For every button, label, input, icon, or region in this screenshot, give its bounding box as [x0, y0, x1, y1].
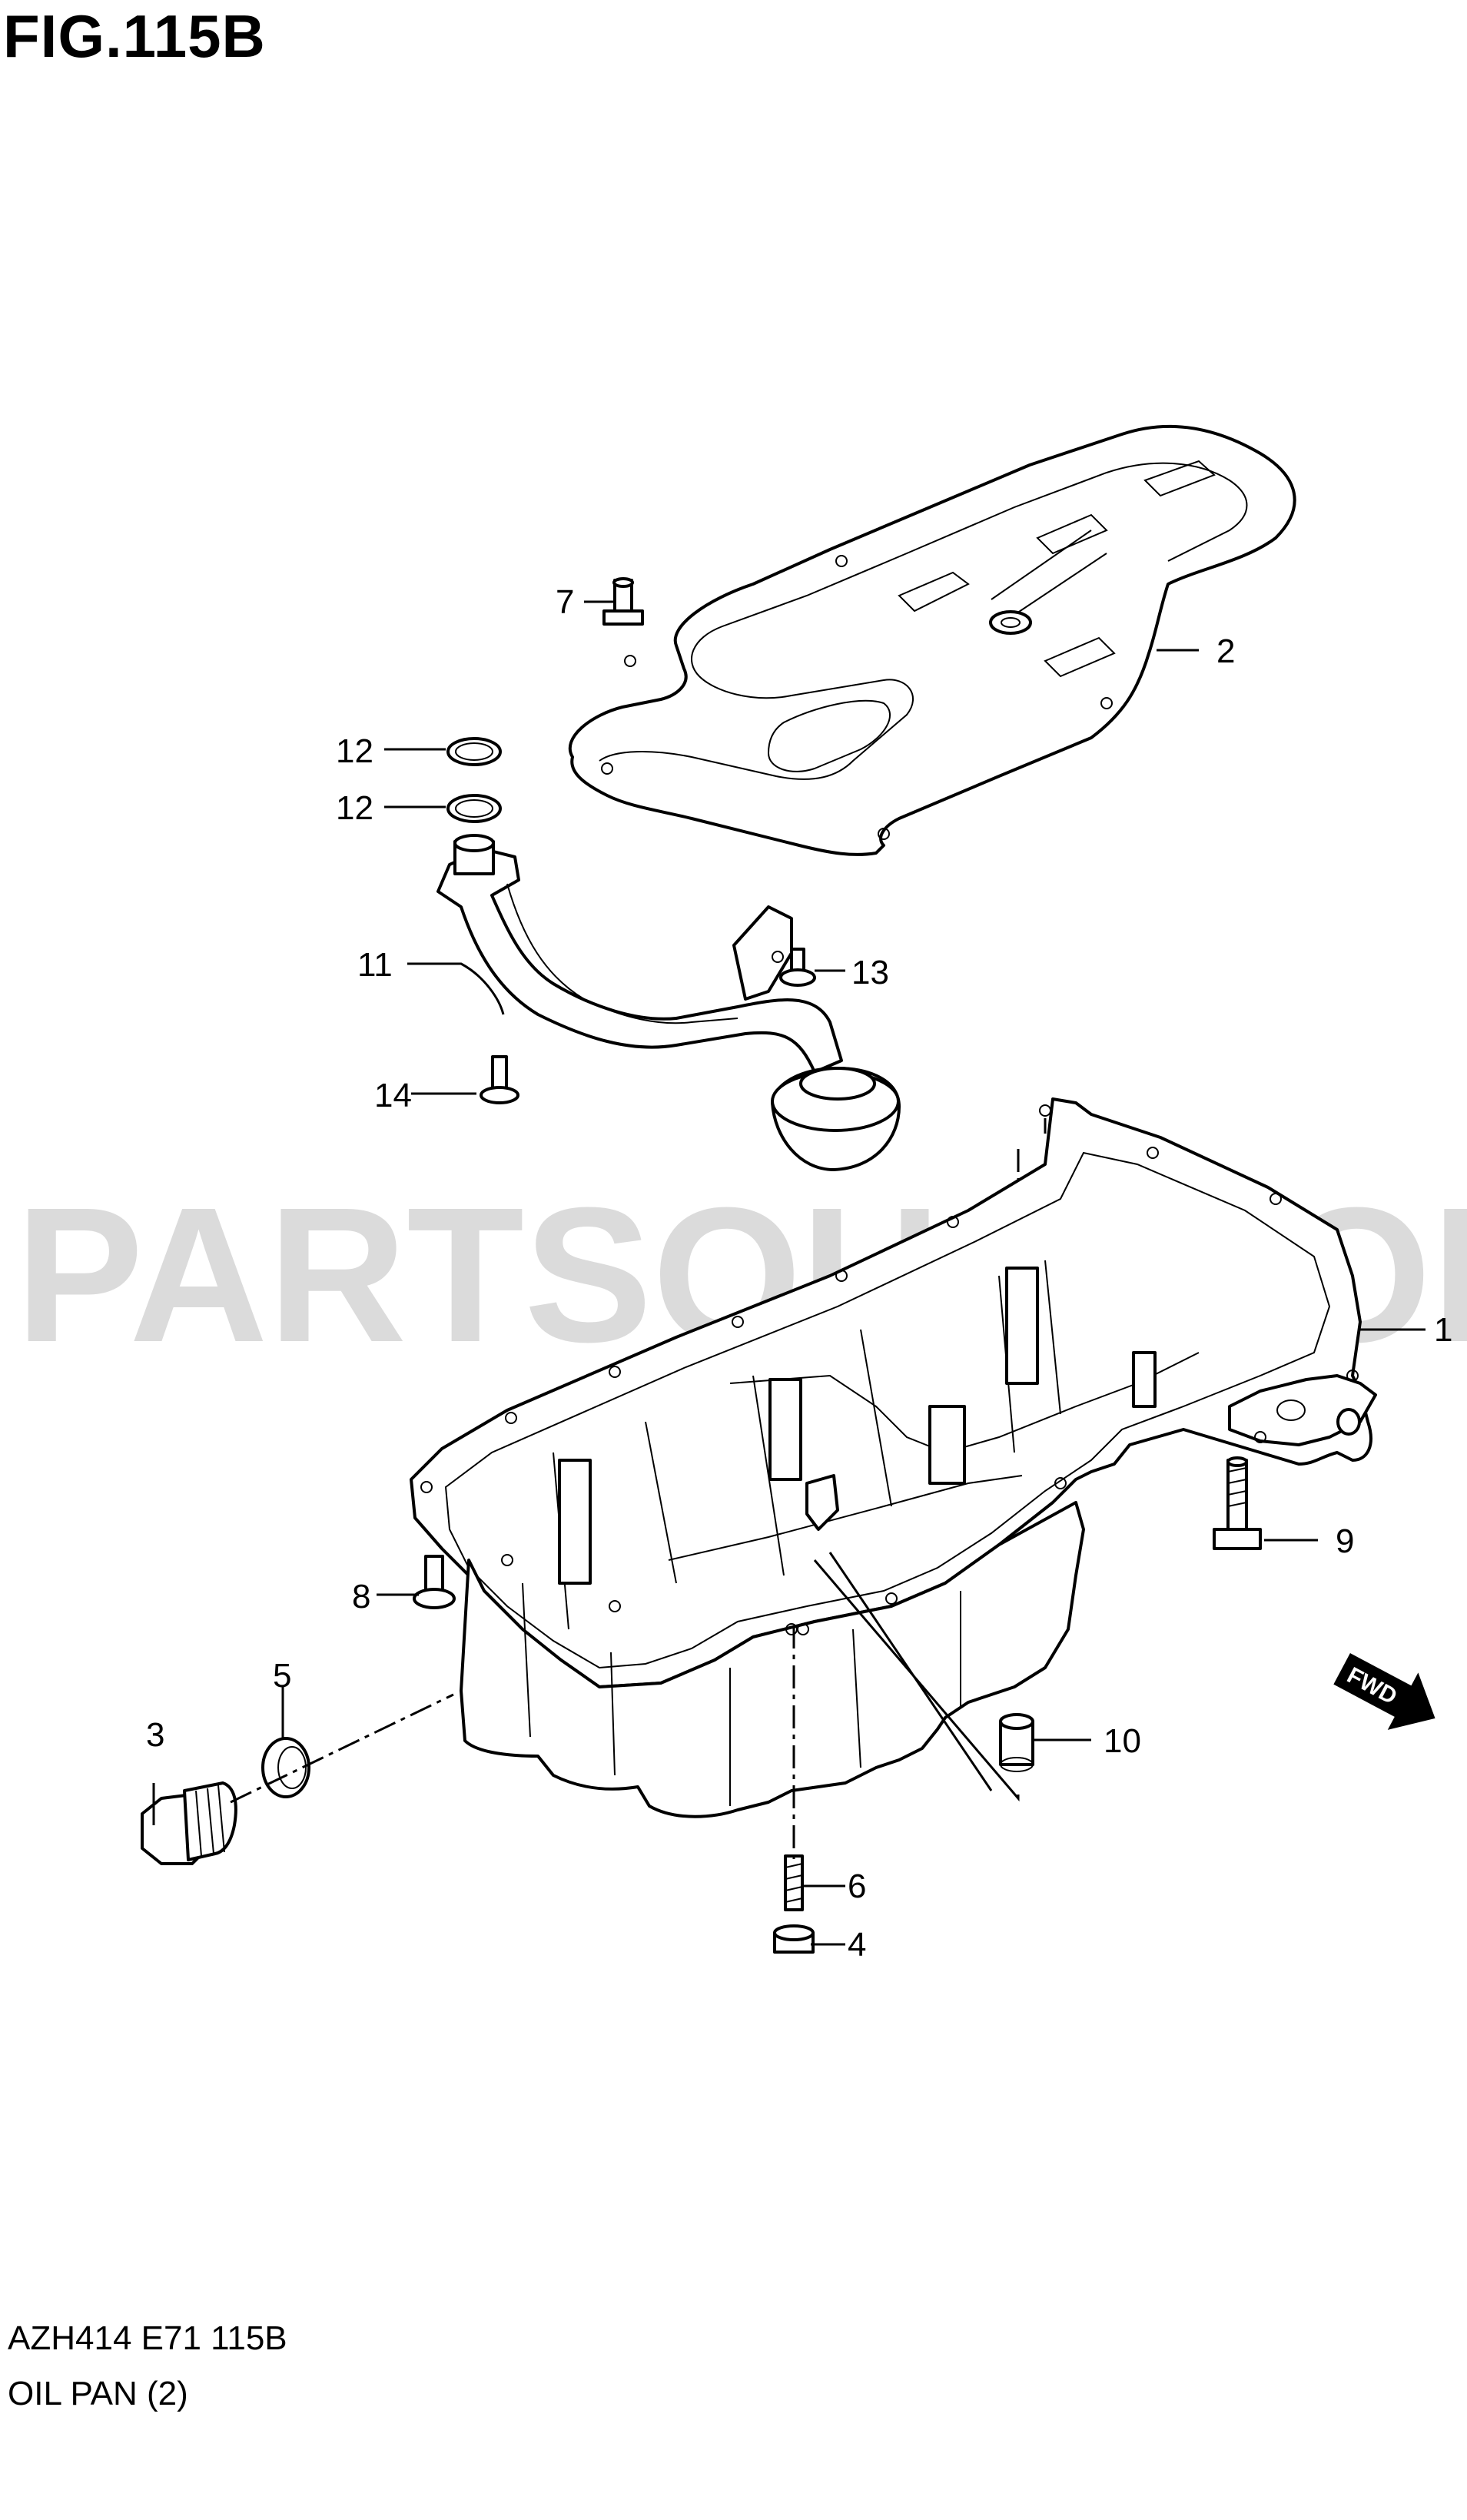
- oil-strainer-part: [436, 834, 901, 1171]
- callout-labels: 1 2 3 4 5 6 7 8 9 10 11 12 12 13 14: [146, 583, 1452, 1964]
- stud-6-part: [784, 1854, 804, 1911]
- bolt-7-part: [602, 577, 644, 626]
- callout-12b: 12: [336, 789, 373, 827]
- callout-3: 3: [146, 1716, 164, 1754]
- drain-plug-3-part: [141, 1781, 237, 1865]
- callout-13: 13: [851, 954, 889, 991]
- callout-11: 11: [357, 946, 393, 984]
- bolt-13-part: [779, 948, 816, 987]
- fwd-arrow-icon: FWD: [1333, 1653, 1435, 1730]
- callout-7: 7: [556, 583, 574, 621]
- callout-6: 6: [848, 1868, 866, 1905]
- dowel-10-part: [999, 1713, 1034, 1772]
- callout-8: 8: [352, 1578, 370, 1615]
- callout-10: 10: [1104, 1722, 1141, 1760]
- drain-axis-line: [230, 1693, 454, 1804]
- bolt-8-part: [413, 1555, 456, 1609]
- bolt-14-part: [480, 1055, 519, 1104]
- drain-gasket-5-part: [261, 1737, 310, 1798]
- flange-bolt-holes: [420, 1104, 1359, 1635]
- bolt-9-part: [1213, 1456, 1262, 1550]
- callout-4: 4: [848, 1926, 866, 1964]
- leader-lines: [152, 600, 1426, 1946]
- callout-9: 9: [1336, 1522, 1354, 1560]
- nut-4-part: [773, 1924, 815, 1954]
- callout-2: 2: [1216, 632, 1235, 670]
- baffle-plate-part: [568, 424, 1296, 856]
- callout-14: 14: [374, 1077, 412, 1114]
- callout-12a: 12: [336, 732, 373, 770]
- callout-1: 1: [1434, 1311, 1452, 1349]
- figure-title: FIG.115B: [3, 2, 266, 70]
- figure-code: AZH414 E71 115B: [8, 2319, 287, 2357]
- figure-name: OIL PAN (2): [8, 2375, 188, 2412]
- callout-5: 5: [273, 1657, 291, 1695]
- oil-pan-part: [410, 1097, 1377, 1818]
